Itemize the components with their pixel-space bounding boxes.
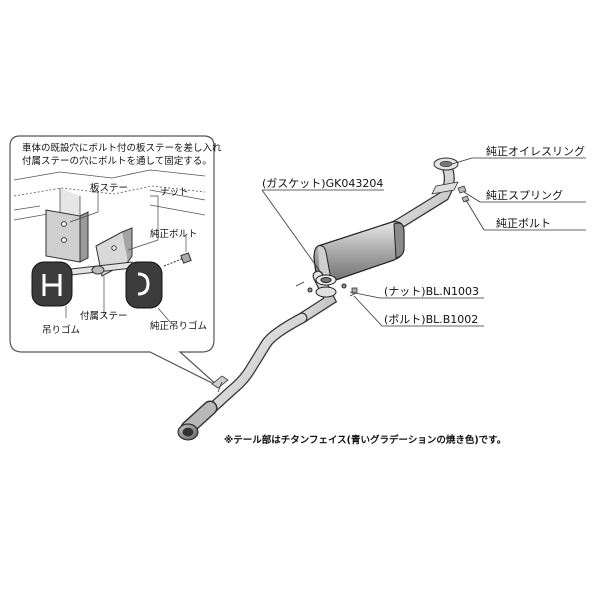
spring-bolt-parts [457, 185, 470, 203]
joint-flange [296, 270, 347, 324]
gasket-label: (ガスケット)GK043204 [262, 177, 384, 190]
genuine-bolt-inset [163, 252, 192, 267]
inset-leader-lines [65, 191, 187, 323]
titanium-tail-tip [177, 423, 199, 441]
front-pipe [382, 157, 459, 236]
genuine-hanger-rubber [125, 261, 163, 309]
tail-hanger-stay [211, 375, 229, 393]
muffler [313, 221, 405, 284]
inset-note-line2: 付属ステーの穴にボルトを通して固定する。 [22, 156, 212, 167]
included-stay-label: 付属ステー [80, 311, 128, 322]
plate-stay-label: 板ステー [90, 183, 129, 194]
bolt-label: (ボルト)BL.B1002 [384, 313, 479, 326]
joint-nut-bolt-parts [295, 281, 358, 297]
nut-label: (ナット)BL.N1003 [384, 285, 479, 298]
footnote: ※テール部はチタンフェイス(青いグラデーションの焼き色)です。 [224, 435, 507, 446]
inset-nut-label: ナット [160, 187, 189, 198]
inset-genuine-bolt-label: 純正ボルト [150, 229, 198, 240]
hanger-rubber [31, 261, 73, 307]
genuine-hanger-rubber-label: 純正吊りゴム [150, 321, 208, 332]
hanger-rubber-label: 吊りゴム [42, 325, 81, 336]
main-leader-lines [261, 157, 586, 327]
genuine-spring-label: 純正スプリング [486, 189, 563, 202]
genuine-o-ring-label: 純正オイレスリング [486, 145, 585, 158]
plate-stay-bracket [45, 209, 89, 263]
genuine-bolt-label: 純正ボルト [496, 217, 551, 230]
inset-note-line1: 車体の既設穴にボルト付の板ステーを差し入れ [22, 143, 222, 154]
